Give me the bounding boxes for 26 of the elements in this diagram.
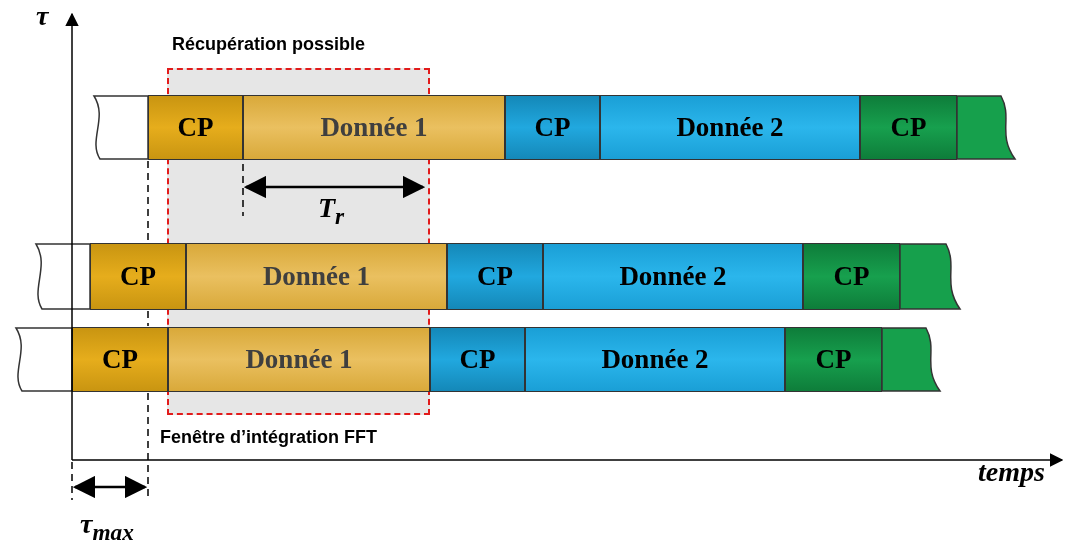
cp-segment: CP <box>860 95 957 160</box>
wavy-start-segment <box>90 95 148 160</box>
axis-label: temps <box>978 456 1045 488</box>
cp-segment: CP <box>785 327 882 392</box>
cp-segment: CP <box>447 243 543 310</box>
axis-label: τ <box>36 0 49 32</box>
cp-segment: CP <box>803 243 900 310</box>
window-label: Récupération possible <box>172 34 366 55</box>
cp-segment: CP <box>90 243 186 310</box>
wavy-end-segment <box>957 95 1017 160</box>
window-label: Fenêtre d’intégration FFT <box>160 427 377 448</box>
cp-segment: CP <box>72 327 168 392</box>
dimension-label: τ$_{max}$ <box>80 508 134 542</box>
wavy-start-segment <box>32 243 90 310</box>
cp-segment: CP <box>148 95 243 160</box>
dimension-label: T$_{r}$ <box>318 192 345 230</box>
wavy-end-segment <box>882 327 942 392</box>
data-segment: Donnée 2 <box>543 243 803 310</box>
wavy-end-segment <box>900 243 962 310</box>
cp-segment: CP <box>430 327 525 392</box>
wavy-start-segment <box>12 327 72 392</box>
data-segment: Donnée 2 <box>600 95 860 160</box>
data-segment: Donnée 1 <box>243 95 505 160</box>
cp-segment: CP <box>505 95 600 160</box>
data-segment: Donnée 2 <box>525 327 785 392</box>
data-segment: Donnée 1 <box>186 243 447 310</box>
